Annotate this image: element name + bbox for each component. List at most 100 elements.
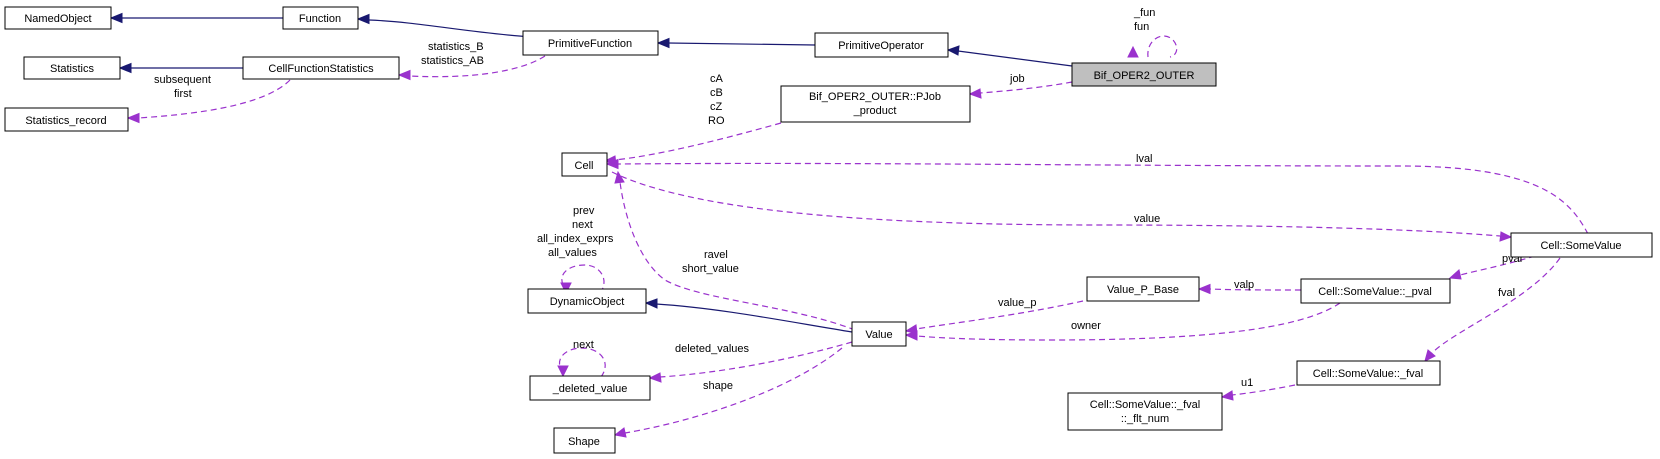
node-label: Cell::SomeValue::_fval: [1313, 368, 1423, 380]
label-cb: cB: [710, 87, 723, 99]
edge-fval: [1431, 257, 1561, 354]
node-some-value-fval[interactable]: Cell::SomeValue::_fval: [1296, 360, 1441, 386]
label-all-index-exprs: all_index_exprs: [537, 233, 614, 245]
label-cz: cZ: [710, 101, 723, 113]
label-owner: owner: [1071, 320, 1101, 332]
node-deleted-value[interactable]: _deleted_value: [529, 375, 651, 401]
node-value[interactable]: Value: [851, 321, 907, 347]
arrow-head-icon: [1424, 349, 1436, 362]
label-ca: cA: [710, 73, 724, 85]
node-bif-oper2-outer[interactable]: Bif_OPER2_OUTER: [1071, 62, 1217, 87]
edge-dynamic-object-self-loop: [561, 264, 605, 294]
edge-value: [611, 171, 1501, 237]
label-first: first: [174, 88, 192, 100]
node-label: Value_P_Base: [1107, 284, 1179, 296]
node-label: Cell::SomeValue: [1540, 240, 1621, 252]
node-label: Function: [299, 13, 341, 25]
edge-owner: [916, 302, 1341, 341]
arrow-head-icon: [126, 112, 140, 124]
node-label: Bif_OPER2_OUTER: [1094, 70, 1195, 82]
arrow-head-icon: [968, 88, 982, 99]
node-pjob-product[interactable]: Bif_OPER2_OUTER::PJob _product: [780, 85, 971, 123]
node-flt-num[interactable]: Cell::SomeValue::_fval ::_flt_num: [1067, 392, 1223, 431]
edge-shape: [624, 347, 843, 434]
node-named-object[interactable]: NamedObject: [4, 6, 112, 30]
label-prev: prev: [573, 205, 595, 217]
arrow-head-icon: [1197, 283, 1211, 295]
edge-primitive-operator-to-primitive-function: [667, 42, 816, 46]
edge-pval: [1459, 255, 1536, 276]
nodes: NamedObject Function PrimitiveFunction P…: [4, 6, 1653, 454]
arrow-head-icon: [557, 365, 569, 378]
label-deleted-values: deleted_values: [675, 343, 750, 355]
node-label: Statistics_record: [25, 115, 106, 127]
edge-statistics: [409, 55, 546, 78]
label-fun-self-1: _fun: [1133, 7, 1155, 19]
node-label: CellFunctionStatistics: [268, 63, 374, 75]
edge-deleted-values: [659, 341, 853, 378]
edge-lval: [617, 162, 1589, 235]
node-function[interactable]: Function: [282, 6, 359, 30]
node-value-p-base[interactable]: Value_P_Base: [1086, 276, 1200, 302]
node-primitive-function[interactable]: PrimitiveFunction: [522, 30, 659, 56]
edge-bif-outer-to-primitive-operator: [957, 50, 1073, 67]
edge-valp: [1209, 288, 1302, 291]
label-statistics-ab: statistics_AB: [421, 55, 484, 67]
node-statistics[interactable]: Statistics: [23, 56, 121, 80]
node-label: Value: [865, 329, 892, 341]
node-label: PrimitiveOperator: [838, 40, 924, 52]
node-primitive-operator[interactable]: PrimitiveOperator: [814, 32, 949, 58]
node-some-value-pval[interactable]: Cell::SomeValue::_pval: [1300, 278, 1451, 304]
node-cell-some-value[interactable]: Cell::SomeValue: [1510, 232, 1653, 258]
node-label: Cell: [575, 160, 594, 172]
arrow-head-icon: [1220, 390, 1234, 401]
node-dynamic-object[interactable]: DynamicObject: [527, 288, 647, 314]
node-label-line2: _product: [853, 105, 897, 117]
arrow-head-icon: [109, 12, 123, 24]
arrow-head-icon: [946, 45, 960, 56]
label-fun-self-2: fun: [1134, 21, 1149, 33]
label-ro: RO: [708, 115, 725, 127]
label-statistics-b: statistics_B: [428, 41, 484, 53]
edge-pjob-to-cell: [614, 122, 782, 161]
node-label: DynamicObject: [550, 296, 625, 308]
node-shape[interactable]: Shape: [553, 427, 616, 454]
label-u1: u1: [1241, 377, 1253, 389]
arrow-head-icon: [1499, 231, 1513, 242]
edge-value-p: [915, 300, 1084, 330]
label-subsequent: subsequent: [154, 74, 211, 86]
label-next: next: [572, 219, 593, 231]
node-label-line2: ::_flt_num: [1121, 413, 1169, 425]
label-lval: lval: [1136, 153, 1153, 165]
usage-edges: [126, 35, 1589, 438]
node-label: Statistics: [50, 63, 95, 75]
node-label-line1: Bif_OPER2_OUTER::PJob: [809, 91, 941, 103]
node-statistics-record[interactable]: Statistics_record: [4, 107, 129, 132]
edge-primitive-function-to-function: [368, 19, 533, 38]
label-ravel: ravel: [704, 249, 728, 261]
edge-ravel: [619, 181, 856, 331]
arrow-head-icon: [656, 37, 670, 49]
label-deleted-next: next: [573, 339, 594, 351]
node-label: PrimitiveFunction: [548, 38, 632, 50]
node-label: Shape: [568, 436, 600, 448]
node-cell-function-statistics[interactable]: CellFunctionStatistics: [242, 56, 400, 80]
label-value: value: [1134, 213, 1160, 225]
arrow-head-icon: [397, 69, 411, 81]
label-job: job: [1009, 73, 1025, 85]
node-cell[interactable]: Cell: [561, 152, 608, 177]
arrow-head-icon: [613, 427, 627, 438]
arrow-head-icon: [644, 298, 658, 309]
node-label-line1: Cell::SomeValue::_fval: [1090, 399, 1200, 411]
arrow-head-icon: [904, 330, 918, 341]
edge-deleted-value-self-loop: [558, 347, 606, 378]
label-shape: shape: [703, 380, 733, 392]
arrow-head-icon: [1127, 45, 1139, 58]
node-label: NamedObject: [24, 13, 91, 25]
label-short-value: short_value: [682, 263, 739, 275]
label-all-values: all_values: [548, 247, 597, 259]
label-fval: fval: [1498, 287, 1515, 299]
arrow-head-icon: [614, 170, 625, 184]
label-value-p: value_p: [998, 297, 1037, 309]
